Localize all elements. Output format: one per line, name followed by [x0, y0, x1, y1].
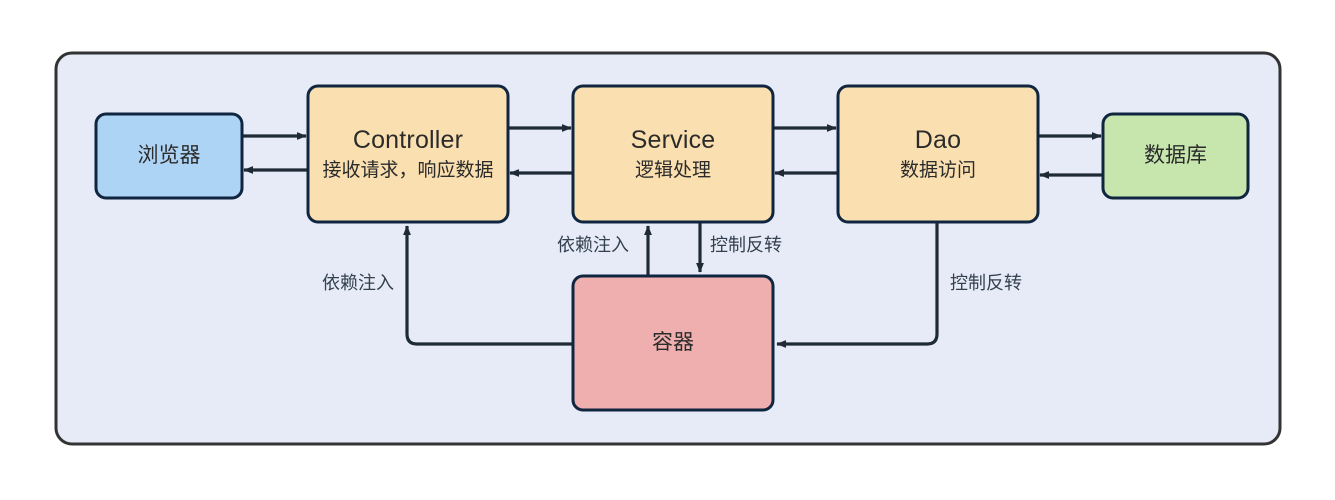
node-container[interactable]: [571, 274, 775, 412]
node-controller[interactable]: [306, 84, 510, 224]
node-database[interactable]: [1101, 112, 1250, 200]
node-service[interactable]: [571, 84, 775, 224]
node-dao[interactable]: [836, 84, 1040, 224]
edge-dao-to-container: [776, 222, 939, 348]
edge-container-to-controller: [403, 225, 573, 346]
node-browser[interactable]: [94, 112, 244, 200]
